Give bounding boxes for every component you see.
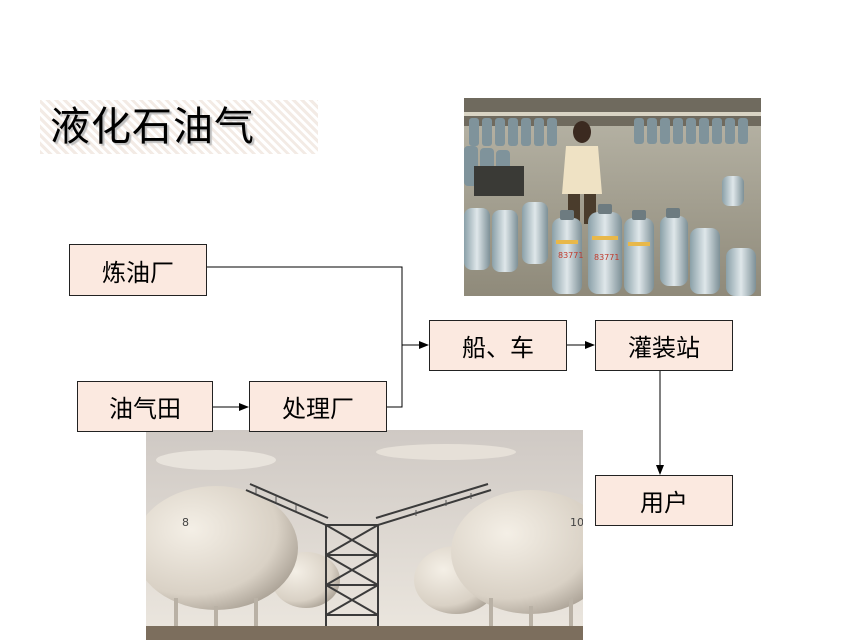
svg-text:8: 8 <box>182 516 189 529</box>
users-node: 用户 <box>595 475 733 526</box>
processing-connector <box>387 345 403 408</box>
filling-station-node: 灌装站 <box>595 320 733 371</box>
oilfield-node: 油气田 <box>77 381 213 432</box>
refinery-node: 炼油厂 <box>69 244 207 296</box>
title-background <box>40 100 318 154</box>
processing-plant-node: 处理厂 <box>249 381 387 432</box>
refinery-connector <box>207 266 403 345</box>
transport-node: 船、车 <box>429 320 567 371</box>
svg-text:83771: 83771 <box>594 253 619 262</box>
slide-title: 液化石油气 <box>50 104 255 150</box>
storage-tank-photo: 8 10 <box>146 430 583 640</box>
svg-text:83771: 83771 <box>558 251 583 260</box>
svg-text:10: 10 <box>570 516 583 529</box>
gas-cylinder-photo: 83771 83771 <box>464 98 761 296</box>
